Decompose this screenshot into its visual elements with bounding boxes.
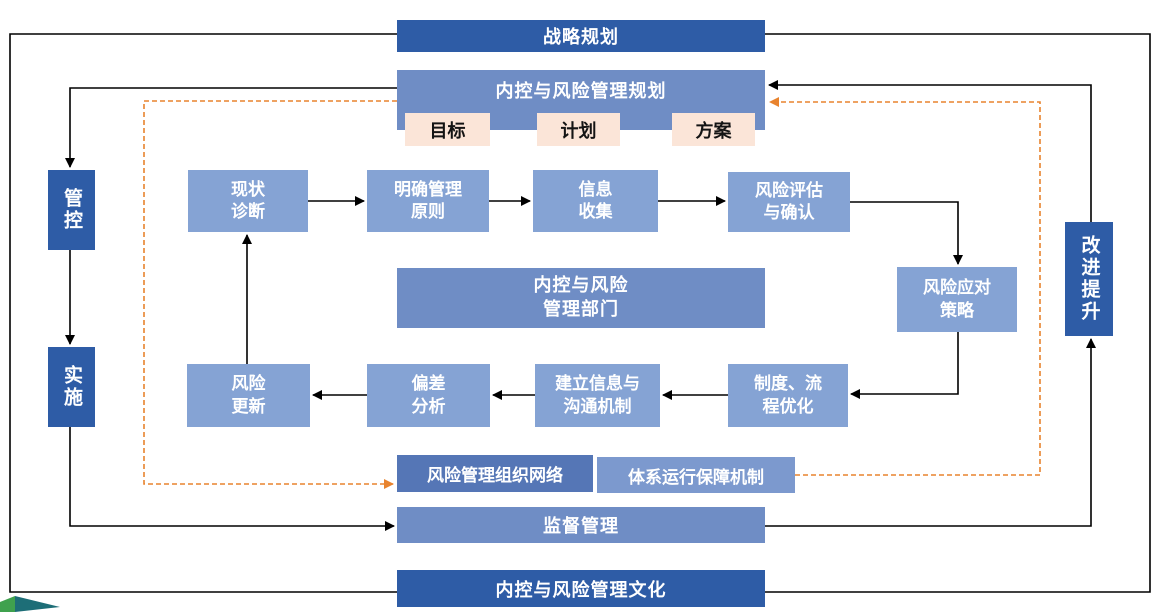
node-goal: 目标 <box>405 113 490 146</box>
arrow-improve-to-planning <box>768 80 1092 222</box>
node-ic-risk-department: 内控与风险 管理部门 <box>397 268 765 328</box>
arrow-assessment-to-response <box>850 201 963 265</box>
node-risk-assessment: 风险评估 与确认 <box>728 172 850 232</box>
node-risk-update: 风险 更新 <box>187 364 310 427</box>
node-risk-response: 风险应对 策略 <box>897 267 1017 332</box>
node-supervision: 监督管理 <box>397 507 765 543</box>
node-ic-risk-culture: 内控与风险管理文化 <box>397 570 765 607</box>
node-plan: 计划 <box>537 113 620 146</box>
dashed-guarantee-to-planning <box>769 97 1041 476</box>
node-improve: 改进提升 <box>1065 222 1113 336</box>
node-strategic-planning: 战略规划 <box>397 20 765 52</box>
node-implement: 实施 <box>48 347 95 427</box>
node-risk-org-network: 风险管理组织网络 <box>397 455 593 492</box>
node-clarify-principles: 明确管理 原则 <box>367 170 489 232</box>
node-info-collection: 信息 收集 <box>533 170 658 232</box>
outer-frame-left <box>9 33 397 593</box>
outer-frame-right <box>765 33 1151 593</box>
node-status-diagnosis: 现状 诊断 <box>188 170 308 232</box>
node-deviation-analysis: 偏差 分析 <box>367 364 490 427</box>
dashed-planning-to-org-network <box>143 100 397 489</box>
arrow-response-to-optimization <box>850 332 959 399</box>
logo-shape <box>0 596 60 612</box>
node-communication-mechanism: 建立信息与 沟通机制 <box>535 364 660 427</box>
node-process-optimization: 制度、流 程优化 <box>728 364 848 427</box>
node-system-guarantee: 体系运行保障机制 <box>597 457 795 493</box>
arrow-implement-to-supervision <box>69 427 395 531</box>
arrow-supervision-to-improve <box>765 338 1096 527</box>
node-control: 管控 <box>48 170 95 250</box>
arrow-planning-to-control <box>65 87 397 168</box>
node-scheme: 方案 <box>672 113 755 146</box>
